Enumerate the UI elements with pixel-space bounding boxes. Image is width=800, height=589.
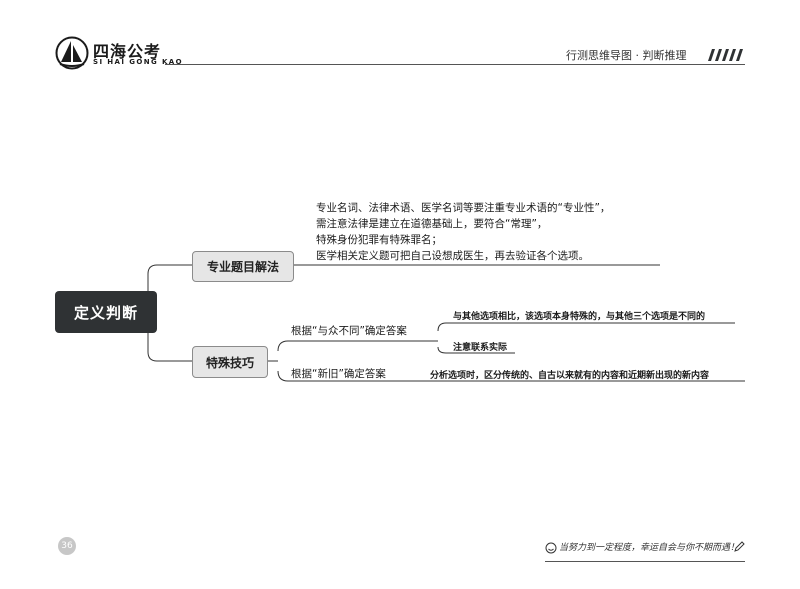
- sub-node-new-old: 根据“新旧”确定答案: [291, 368, 386, 380]
- page-number: 36: [58, 537, 76, 555]
- leaf-note: 注意联系实际: [453, 343, 508, 353]
- note-line: 需注意法律是建立在道德基础上，要符合“常理”，: [316, 218, 548, 230]
- header-divider: [165, 64, 745, 65]
- branch-node-professional: 专业题目解法: [192, 251, 294, 282]
- pen-icon: [734, 541, 745, 552]
- smile-icon: [545, 542, 557, 554]
- branch-notes: 专业名词、法律术语、医学名词等要注重专业术语的“专业性”， 需注意法律是建立在道…: [316, 200, 610, 264]
- branch-node-techniques: 特殊技巧: [192, 346, 268, 378]
- sub-node-unique: 根据“与众不同”确定答案: [291, 325, 407, 337]
- brand-name: 四海公考: [93, 42, 162, 61]
- note-line: 医学相关定义题可把自己设想成医生，再去验证各个选项。: [316, 250, 589, 262]
- note-line: 专业名词、法律术语、医学名词等要注重专业术语的“专业性”，: [316, 202, 611, 214]
- header-title: 行测思维导图 · 判断推理: [566, 49, 687, 62]
- stripes-decoration-icon: [708, 49, 743, 61]
- brand-logo: 四海公考 SI HAI GONG KAO: [55, 36, 182, 72]
- leaf-note: 分析选项时，区分传统的、自古以来就有的内容和近期新出现的新内容: [430, 371, 710, 381]
- sailboat-logo-icon: [55, 36, 89, 70]
- root-node: 定义判断: [55, 291, 157, 333]
- footer-divider: [545, 561, 745, 562]
- footer-motto: 当努力到一定程度，幸运自会与你不期而遇！: [559, 543, 740, 553]
- brand-subtitle: SI HAI GONG KAO: [93, 58, 183, 66]
- leaf-note: 与其他选项相比，该选项本身特殊的，与其他三个选项是不同的: [453, 312, 706, 322]
- note-line: 特殊身份犯罪有特殊罪名；: [316, 234, 442, 246]
